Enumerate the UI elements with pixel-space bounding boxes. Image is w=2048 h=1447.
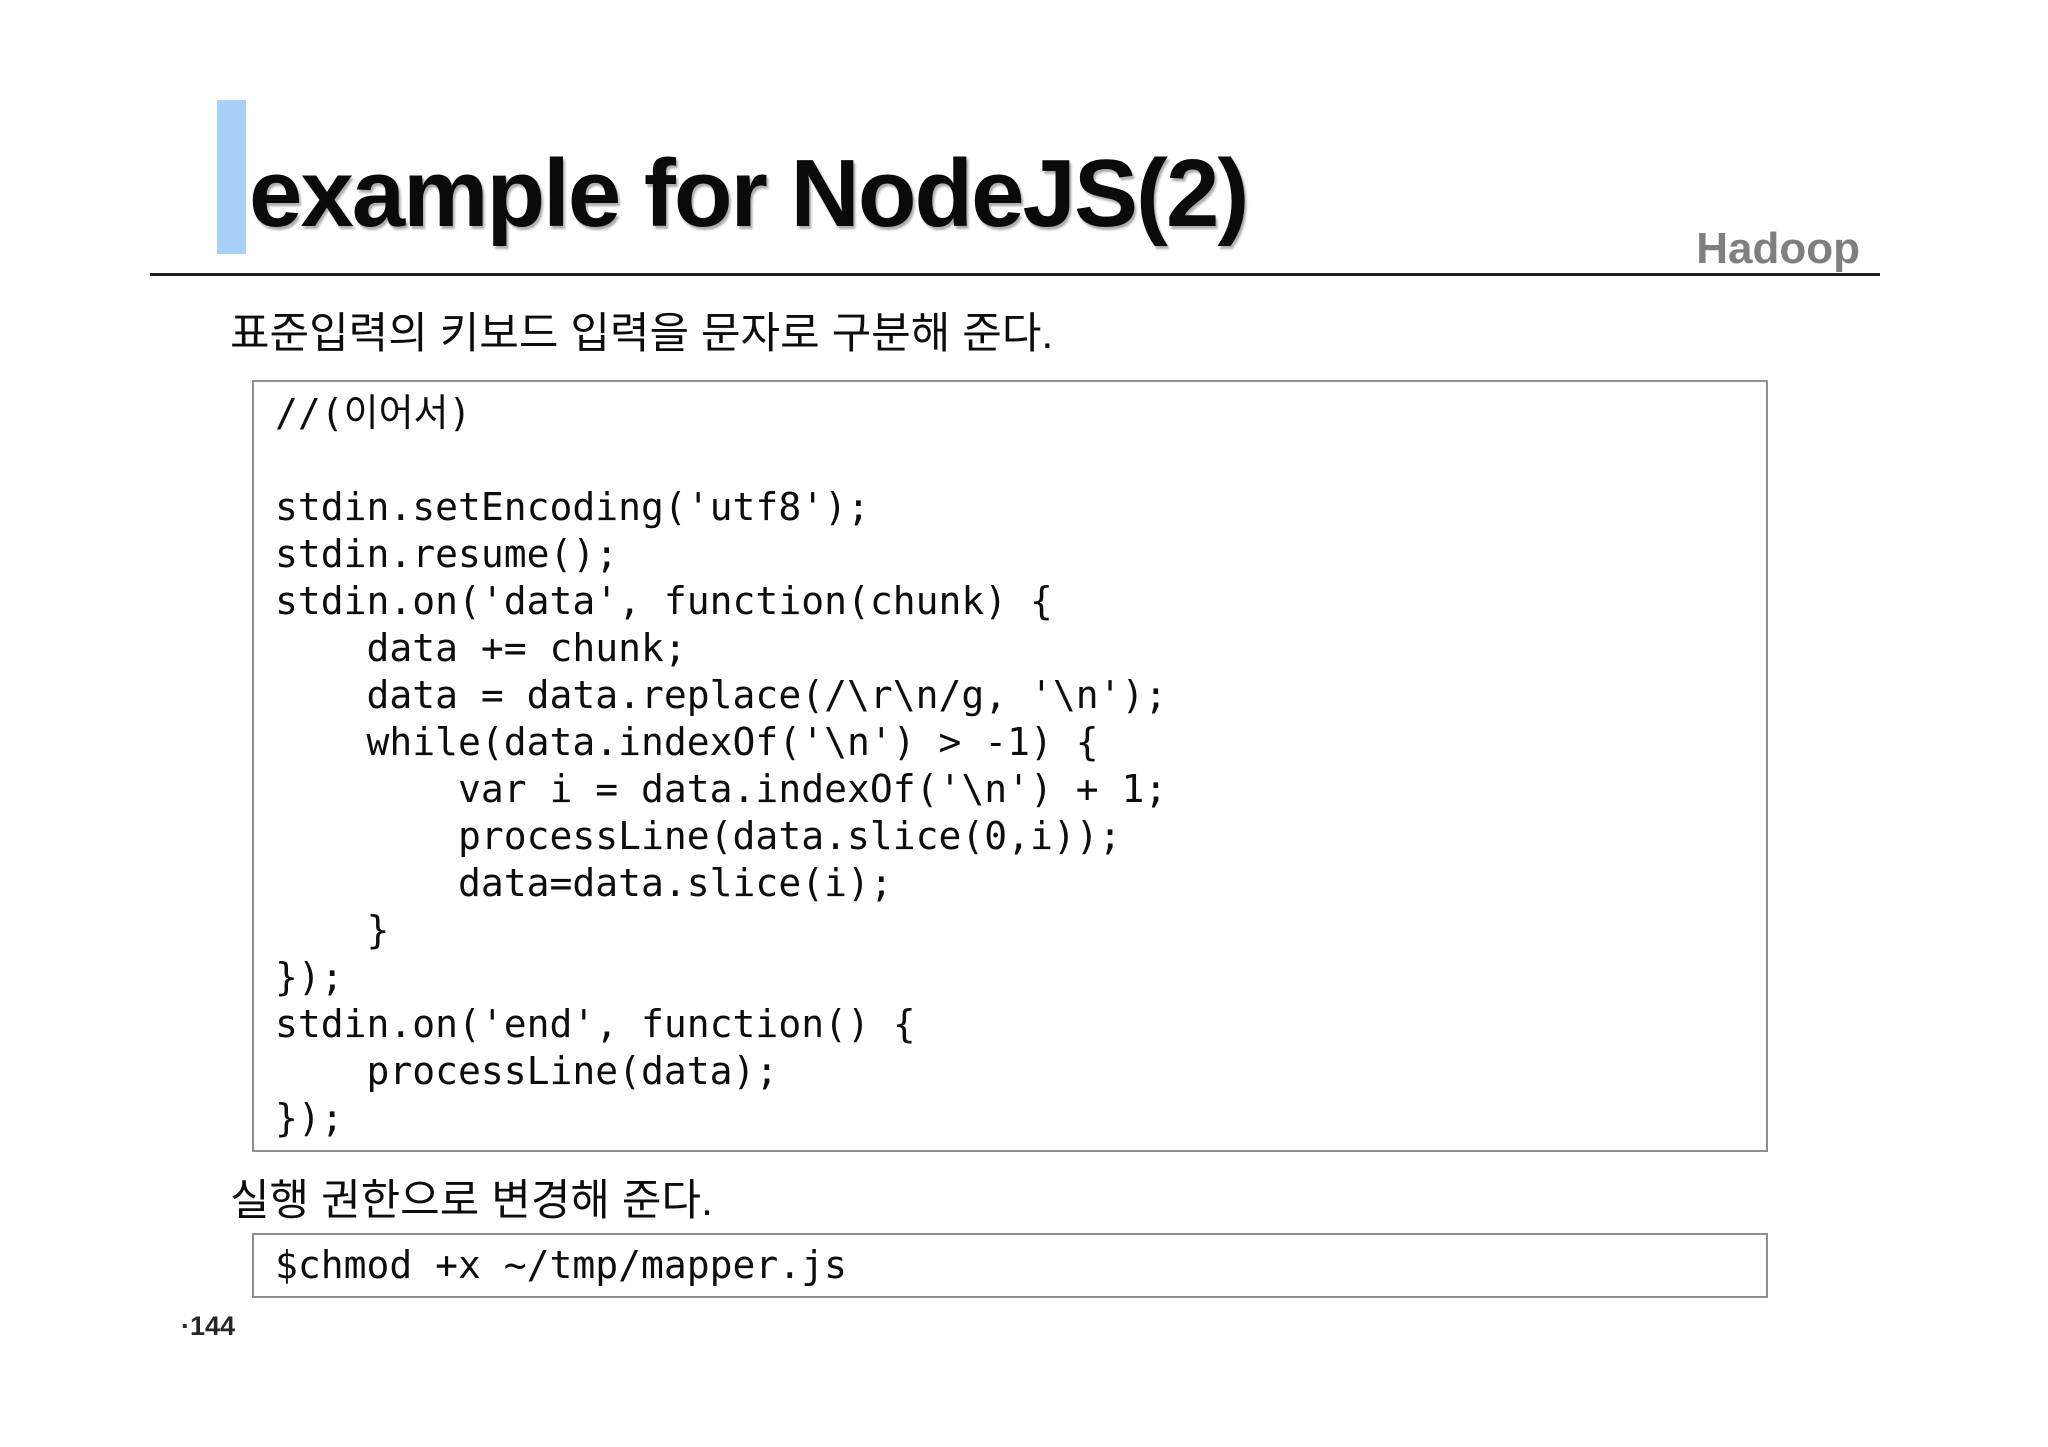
title-divider	[150, 273, 1880, 276]
page-title: example for NodeJS(2)	[249, 140, 1249, 247]
body-text-stdin-description: 표준입력의 키보드 입력을 문자로 구분해 준다.	[230, 310, 1054, 358]
hadoop-label: Hadoop	[1696, 224, 1860, 273]
title-accent-bar	[217, 100, 246, 254]
code-box: //(이어서) stdin.setEncoding('utf8'); stdin…	[252, 380, 1768, 1152]
command-text: $chmod +x ~/tmp/mapper.js	[275, 1243, 847, 1287]
page-number: ·144	[181, 1311, 236, 1341]
code-content: //(이어서) stdin.setEncoding('utf8'); stdin…	[275, 391, 1168, 1140]
body-text-chmod-description: 실행 권한으로 변경해 준다.	[230, 1177, 713, 1225]
command-box: $chmod +x ~/tmp/mapper.js	[252, 1233, 1768, 1298]
